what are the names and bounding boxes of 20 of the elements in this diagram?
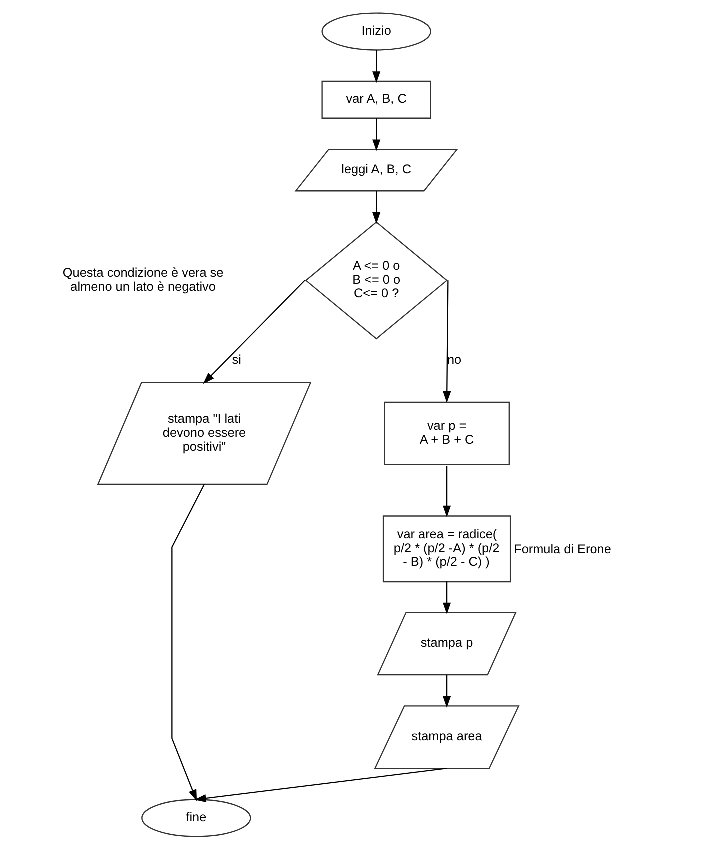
- node-ellipse: fine: [142, 799, 252, 838]
- edge-label: si: [232, 353, 242, 368]
- arrow: [172, 484, 206, 802]
- node-label: Formula di Erone: [514, 542, 612, 557]
- arrow: [443, 581, 452, 614]
- arrow: [443, 280, 452, 404]
- node-box: var area = radice( p/2 * (p/2 -A) * (p/2 - B) * (p/2 - C) ): [382, 516, 512, 583]
- node-box: var A, B, C: [322, 80, 432, 119]
- arrow: [203, 280, 306, 384]
- arrow: [194, 768, 448, 803]
- node-box: var p = A + B + C: [384, 402, 510, 466]
- arrow: [372, 118, 381, 152]
- arrow: [443, 466, 452, 518]
- node-diamond: A <= 0 o B <= 0 o C<= 0 ?: [305, 222, 448, 340]
- label: Questa condizione è vera se almeno un lato è negativo: [62, 266, 224, 294]
- node-ellipse: Inizio: [322, 12, 432, 51]
- edge-label: no: [447, 353, 462, 368]
- arrow: [372, 191, 381, 224]
- arrow: [443, 675, 452, 708]
- arrow: [372, 50, 381, 84]
